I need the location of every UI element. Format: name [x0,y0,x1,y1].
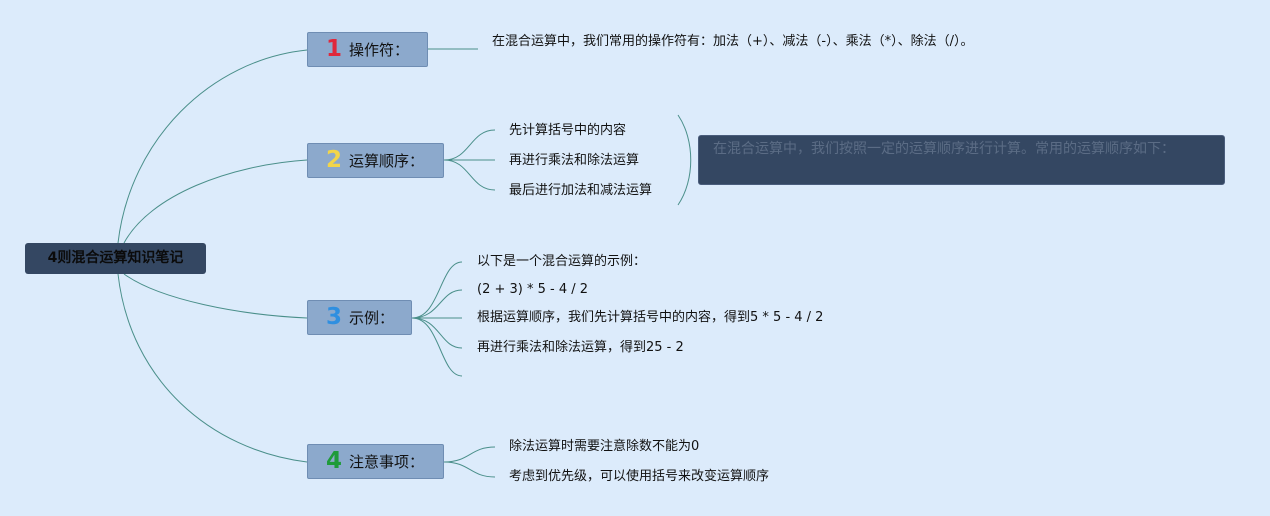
branch-number-3-icon: 3 [326,304,343,330]
leaf-example-2: (2 + 3) * 5 - 4 / 2 [477,282,589,297]
branch-number-4-icon: 4 [326,448,343,474]
leaf-example-1: 以下是一个混合运算的示例： [477,254,647,269]
branch-order[interactable]: 2 运算顺序： [307,143,444,178]
leaf-notes-1: 除法运算时需要注意除数不能为0 [509,439,700,454]
leaf-order-1: 先计算括号中的内容 [509,123,627,138]
callout-bracket [677,114,692,206]
connector-branch-2-leaf-1 [443,129,496,161]
branch-number-1-icon: 1 [326,36,343,62]
connector-branch-4-leaf-1 [443,446,496,463]
leaf-operators-description: 在混合运算中，我们常用的操作符有：加法（+）、减法（-）、乘法（*）、除法（/）… [492,34,974,49]
connector-branch-2-leaf-3 [443,159,496,191]
branch-label: 操作符： [349,41,410,59]
leaf-example-4: 再进行乘法和除法运算，得到25 - 2 [477,340,684,355]
connector-root-branch-2 [123,159,308,244]
order-callout-text: 在混合运算中，我们按照一定的运算顺序进行计算。常用的运算顺序如下： [713,141,1175,157]
connector-root-branch-4 [117,273,308,463]
branch-notes[interactable]: 4 注意事项： [307,444,444,479]
order-callout[interactable]: 在混合运算中，我们按照一定的运算顺序进行计算。常用的运算顺序如下： [698,135,1225,185]
branch-number-2-icon: 2 [326,147,343,173]
root-topic-label: 4则混合运算知识笔记 [47,250,184,266]
branch-example[interactable]: 3 示例： [307,300,412,335]
connector-branch-3-leaf-4 [411,317,463,349]
connector-root-branch-3 [123,273,308,319]
connector-branch-3-leaf-1 [411,261,463,319]
leaf-order-3: 最后进行加法和减法运算 [509,183,653,198]
leaf-example-3: 根据运算顺序，我们先计算括号中的内容，得到5 * 5 - 4 / 2 [477,310,824,325]
connector-branch-3-leaf-2 [411,289,463,319]
branch-label: 注意事项： [349,453,425,471]
leaf-notes-2: 考虑到优先级，可以使用括号来改变运算顺序 [509,469,770,484]
leaf-order-2: 再进行乘法和除法运算 [509,153,640,168]
root-topic[interactable]: 4则混合运算知识笔记 [25,243,206,274]
connector-branch-4-leaf-2 [443,461,496,478]
connector-root-branch-1 [117,49,308,244]
branch-operators[interactable]: 1 操作符： [307,32,428,67]
branch-label: 运算顺序： [349,152,425,170]
connector-branch-3-leaf-5 [411,317,463,377]
branch-label: 示例： [349,309,395,327]
